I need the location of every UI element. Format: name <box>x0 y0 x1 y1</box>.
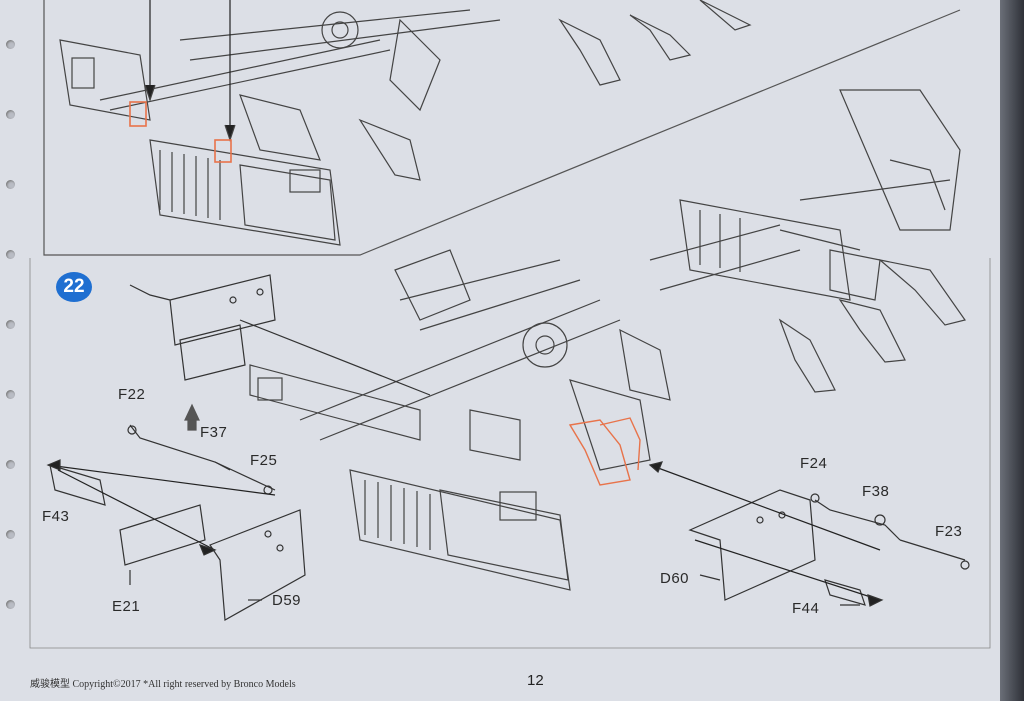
part-label-f37: F37 <box>200 424 228 441</box>
highlight-part-3 <box>568 419 631 486</box>
part-label-d59: D59 <box>272 592 302 609</box>
part-label-f23: F23 <box>935 523 963 540</box>
page-number: 12 <box>527 672 544 689</box>
part-label-f22: F22 <box>118 386 146 403</box>
part-label-f44: F44 <box>792 600 820 617</box>
instruction-page <box>0 0 1000 701</box>
right-rod-assembly <box>688 489 970 606</box>
footer-brand: 威骏模型 <box>30 679 70 690</box>
step-22-panel <box>29 258 991 649</box>
part-label-f25: F25 <box>250 452 278 469</box>
part-label-d60: D60 <box>660 570 690 587</box>
part-label-f43: F43 <box>42 508 70 525</box>
part-label-f24: F24 <box>800 455 828 472</box>
direction-arrow <box>184 403 200 431</box>
leader-line-plate <box>239 319 431 396</box>
binder-holes <box>0 0 20 701</box>
step-number-badge: 22 <box>56 272 92 302</box>
arrow-left-1 <box>46 459 61 471</box>
upper-plate-part <box>129 274 276 381</box>
assembly-diagram <box>29 0 991 649</box>
page-edge-shadow <box>1000 0 1024 701</box>
footer-copyright-text: Copyright©2017 *All right reserved by Br… <box>72 679 296 690</box>
top-chassis-drawing <box>59 0 752 246</box>
main-chassis-drawing <box>249 89 966 591</box>
highlight-part-2 <box>214 139 232 163</box>
left-rod-assembly <box>49 424 306 621</box>
highlight-part-1 <box>129 101 147 127</box>
footer-copyright: 威骏模型 Copyright©2017 *All right reserved … <box>30 675 296 690</box>
previous-step-panel <box>43 0 961 256</box>
part-label-e21: E21 <box>112 598 141 615</box>
part-label-f38: F38 <box>862 483 890 500</box>
